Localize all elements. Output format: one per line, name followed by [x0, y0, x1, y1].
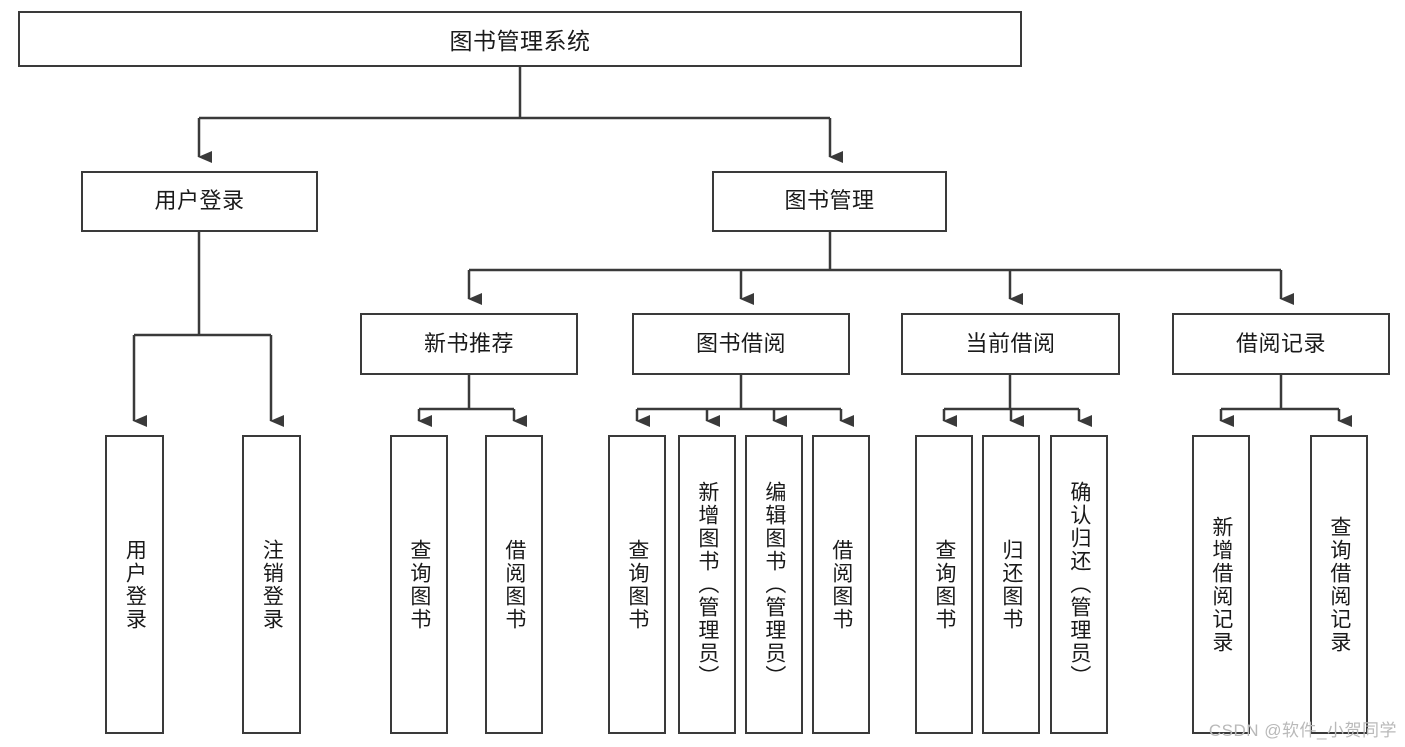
node-user-login[interactable]: 用户登录: [81, 171, 318, 232]
node-book-management-label: 图书管理: [784, 188, 875, 214]
leaf-return-book[interactable]: 归还图书: [982, 435, 1040, 734]
node-current-borrow-label: 当前借阅: [965, 330, 1056, 356]
node-book-borrow-label: 图书借阅: [695, 330, 786, 356]
leaf-query-book-borrow[interactable]: 查询图书: [608, 435, 666, 734]
leaf-logout[interactable]: 注销登录: [242, 435, 301, 734]
leaf-add-borrow-record-label: 新增借阅记录: [1209, 515, 1233, 654]
leaf-logout-label: 注销登录: [260, 538, 284, 631]
leaf-confirm-return-admin[interactable]: 确认归还（管理员）: [1050, 435, 1108, 734]
node-current-borrow[interactable]: 当前借阅: [901, 313, 1120, 375]
leaf-edit-book-admin-label: 编辑图书（管理员）: [762, 481, 786, 688]
leaf-borrow-book-label: 借阅图书: [829, 538, 853, 631]
leaf-add-book-admin-label: 新增图书（管理员）: [695, 481, 719, 688]
leaf-query-book-current[interactable]: 查询图书: [915, 435, 973, 734]
node-new-book-recommend[interactable]: 新书推荐: [360, 313, 578, 375]
leaf-query-book-current-label: 查询图书: [932, 538, 956, 631]
node-root-label: 图书管理系统: [449, 28, 591, 54]
node-borrow-record[interactable]: 借阅记录: [1172, 313, 1390, 375]
leaf-borrow-book-newbook[interactable]: 借阅图书: [485, 435, 543, 734]
node-book-borrow[interactable]: 图书借阅: [632, 313, 850, 375]
leaf-borrow-book-newbook-label: 借阅图书: [502, 538, 526, 631]
watermark: CSDN @软件_小贺同学: [1208, 721, 1397, 740]
leaf-return-book-label: 归还图书: [999, 538, 1023, 631]
leaf-query-book-newbook[interactable]: 查询图书: [390, 435, 448, 734]
node-new-book-recommend-label: 新书推荐: [423, 330, 514, 356]
leaf-query-book-borrow-label: 查询图书: [625, 538, 649, 631]
leaf-user-login-label: 用户登录: [123, 538, 147, 631]
node-root[interactable]: 图书管理系统: [18, 11, 1022, 67]
leaf-add-book-admin[interactable]: 新增图书（管理员）: [678, 435, 736, 734]
leaf-query-borrow-record[interactable]: 查询借阅记录: [1310, 435, 1368, 734]
leaf-user-login[interactable]: 用户登录: [105, 435, 164, 734]
node-book-management[interactable]: 图书管理: [712, 171, 947, 232]
leaf-query-book-newbook-label: 查询图书: [407, 538, 431, 631]
leaf-confirm-return-admin-label: 确认归还（管理员）: [1067, 481, 1091, 688]
leaf-query-borrow-record-label: 查询借阅记录: [1327, 515, 1351, 654]
node-user-login-label: 用户登录: [154, 188, 245, 214]
node-borrow-record-label: 借阅记录: [1235, 330, 1326, 356]
leaf-edit-book-admin[interactable]: 编辑图书（管理员）: [745, 435, 803, 734]
leaf-add-borrow-record[interactable]: 新增借阅记录: [1192, 435, 1250, 734]
leaf-borrow-book[interactable]: 借阅图书: [812, 435, 870, 734]
